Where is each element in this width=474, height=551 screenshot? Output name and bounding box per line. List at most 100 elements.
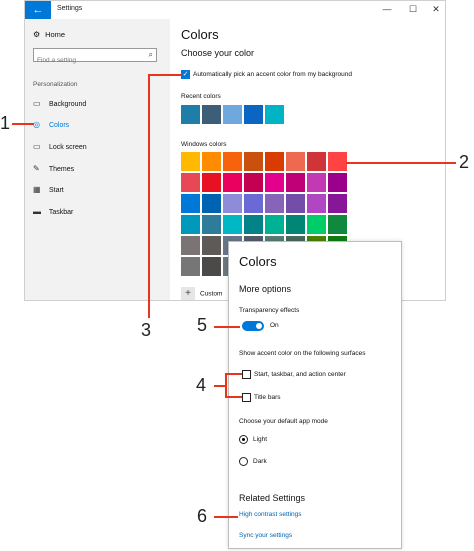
windows-color-swatch[interactable] xyxy=(307,152,326,171)
start-taskbar-checkbox[interactable]: Start, taskbar, and action center xyxy=(242,370,346,379)
transparency-label: Transparency effects xyxy=(239,307,300,314)
windows-color-swatch[interactable] xyxy=(181,152,200,171)
minimize-button[interactable]: — xyxy=(382,4,392,14)
windows-color-swatch[interactable] xyxy=(307,215,326,234)
windows-color-swatch[interactable] xyxy=(328,173,347,192)
related-settings-heading: Related Settings xyxy=(239,493,306,503)
sidebar-item-home[interactable]: ⚙ Home xyxy=(33,30,65,39)
settings-window: ← Settings — ☐ ✕ ⚙ Home ⌕ Personalizatio… xyxy=(24,0,446,301)
auto-pick-checkbox[interactable]: ✓Automatically pick an accent color from… xyxy=(181,70,352,79)
sidebar: ⚙ Home ⌕ Personalization ▭ Background ◎ … xyxy=(25,19,170,300)
callout-2: 2 xyxy=(459,152,470,172)
sidebar-item-colors[interactable]: ◎ Colors xyxy=(33,120,69,129)
maximize-button[interactable]: ☐ xyxy=(408,4,418,14)
callout-5-line xyxy=(214,326,240,328)
windows-color-swatch[interactable] xyxy=(223,194,242,213)
recent-color-swatch[interactable] xyxy=(202,105,221,124)
windows-color-swatch[interactable] xyxy=(328,152,347,171)
section-heading: Choose your color xyxy=(181,48,255,58)
close-button[interactable]: ✕ xyxy=(432,4,440,14)
recent-color-swatch[interactable] xyxy=(223,105,242,124)
toggle-knob xyxy=(256,323,262,329)
recent-color-swatch[interactable] xyxy=(181,105,200,124)
custom-color-label: Custom xyxy=(200,290,223,298)
sidebar-item-taskbar[interactable]: ▬ Taskbar xyxy=(33,207,73,216)
sidebar-item-start[interactable]: ▦ Start xyxy=(33,185,64,194)
windows-color-swatch[interactable] xyxy=(265,152,284,171)
checkmark-icon: ✓ xyxy=(181,70,190,79)
light-mode-radio[interactable]: Light xyxy=(239,435,267,444)
windows-color-swatch[interactable] xyxy=(244,194,263,213)
windows-color-swatch[interactable] xyxy=(202,152,221,171)
callout-4-line-top xyxy=(225,373,242,375)
callout-1-line xyxy=(12,123,34,125)
start-icon: ▦ xyxy=(33,185,41,194)
windows-color-swatch[interactable] xyxy=(181,257,200,276)
sidebar-item-themes[interactable]: ✎ Themes xyxy=(33,164,74,173)
recent-colors xyxy=(181,105,284,124)
windows-color-swatch[interactable] xyxy=(181,215,200,234)
windows-color-swatch[interactable] xyxy=(265,173,284,192)
search-input[interactable] xyxy=(34,54,140,67)
recent-colors-label: Recent colors xyxy=(181,93,221,100)
checkbox-box xyxy=(242,393,251,402)
custom-color-button[interactable]: +Custom xyxy=(181,287,223,300)
sidebar-item-lock-screen[interactable]: ▭ Lock screen xyxy=(33,142,87,151)
windows-color-swatch[interactable] xyxy=(286,194,305,213)
title-bars-checkbox[interactable]: Title bars xyxy=(242,393,281,402)
callout-2-line xyxy=(346,162,456,164)
callout-6-line xyxy=(214,516,238,518)
callout-6: 6 xyxy=(197,506,208,526)
transparency-toggle[interactable] xyxy=(242,321,264,331)
windows-color-swatch[interactable] xyxy=(286,173,305,192)
windows-color-swatch[interactable] xyxy=(286,215,305,234)
callout-5: 5 xyxy=(197,315,208,335)
search-icon[interactable]: ⌕ xyxy=(148,50,153,59)
sidebar-item-background[interactable]: ▭ Background xyxy=(33,99,86,108)
windows-color-swatch[interactable] xyxy=(181,173,200,192)
windows-color-swatch[interactable] xyxy=(265,215,284,234)
sidebar-item-label: Start xyxy=(48,187,64,194)
sidebar-item-label: Taskbar xyxy=(48,209,74,216)
back-arrow-icon[interactable]: ← xyxy=(25,1,51,19)
windows-colors-label: Windows colors xyxy=(181,141,227,148)
windows-color-swatch[interactable] xyxy=(244,215,263,234)
callout-3-line-horizontal xyxy=(148,74,182,76)
windows-color-swatch[interactable] xyxy=(223,215,242,234)
windows-color-swatch[interactable] xyxy=(265,194,284,213)
radio-empty-icon xyxy=(239,457,248,466)
windows-color-swatch[interactable] xyxy=(328,215,347,234)
callout-4-line-bracket xyxy=(225,373,227,398)
windows-color-swatch[interactable] xyxy=(307,194,326,213)
windows-color-swatch[interactable] xyxy=(181,194,200,213)
checkbox-box xyxy=(242,370,251,379)
windows-color-swatch[interactable] xyxy=(202,236,221,255)
windows-color-swatch[interactable] xyxy=(181,236,200,255)
high-contrast-link[interactable]: High contrast settings xyxy=(239,511,302,518)
windows-color-swatch[interactable] xyxy=(202,257,221,276)
windows-color-swatch[interactable] xyxy=(307,173,326,192)
title-bar: ← Settings — ☐ ✕ xyxy=(25,1,445,19)
windows-color-swatch[interactable] xyxy=(244,173,263,192)
radio-label: Dark xyxy=(253,458,267,466)
windows-color-swatch[interactable] xyxy=(202,173,221,192)
callout-3-line-vertical xyxy=(148,74,150,318)
panel-title: Colors xyxy=(239,254,277,269)
show-accent-label: Show accent color on the following surfa… xyxy=(239,350,366,357)
windows-color-swatch[interactable] xyxy=(202,194,221,213)
recent-color-swatch[interactable] xyxy=(244,105,263,124)
dark-mode-radio[interactable]: Dark xyxy=(239,457,267,466)
windows-color-swatch[interactable] xyxy=(286,152,305,171)
windows-color-swatch[interactable] xyxy=(202,215,221,234)
callout-3: 3 xyxy=(141,320,152,340)
windows-color-swatch[interactable] xyxy=(328,194,347,213)
windows-color-swatch[interactable] xyxy=(223,152,242,171)
callout-4: 4 xyxy=(196,375,207,395)
windows-color-swatch[interactable] xyxy=(244,152,263,171)
more-options-panel: Colors More options Transparency effects… xyxy=(228,241,402,549)
windows-color-swatch[interactable] xyxy=(223,173,242,192)
sync-settings-link[interactable]: Sync your settings xyxy=(239,532,293,539)
recent-color-swatch[interactable] xyxy=(265,105,284,124)
search-box: ⌕ xyxy=(33,48,157,67)
radio-selected-icon xyxy=(239,435,248,444)
